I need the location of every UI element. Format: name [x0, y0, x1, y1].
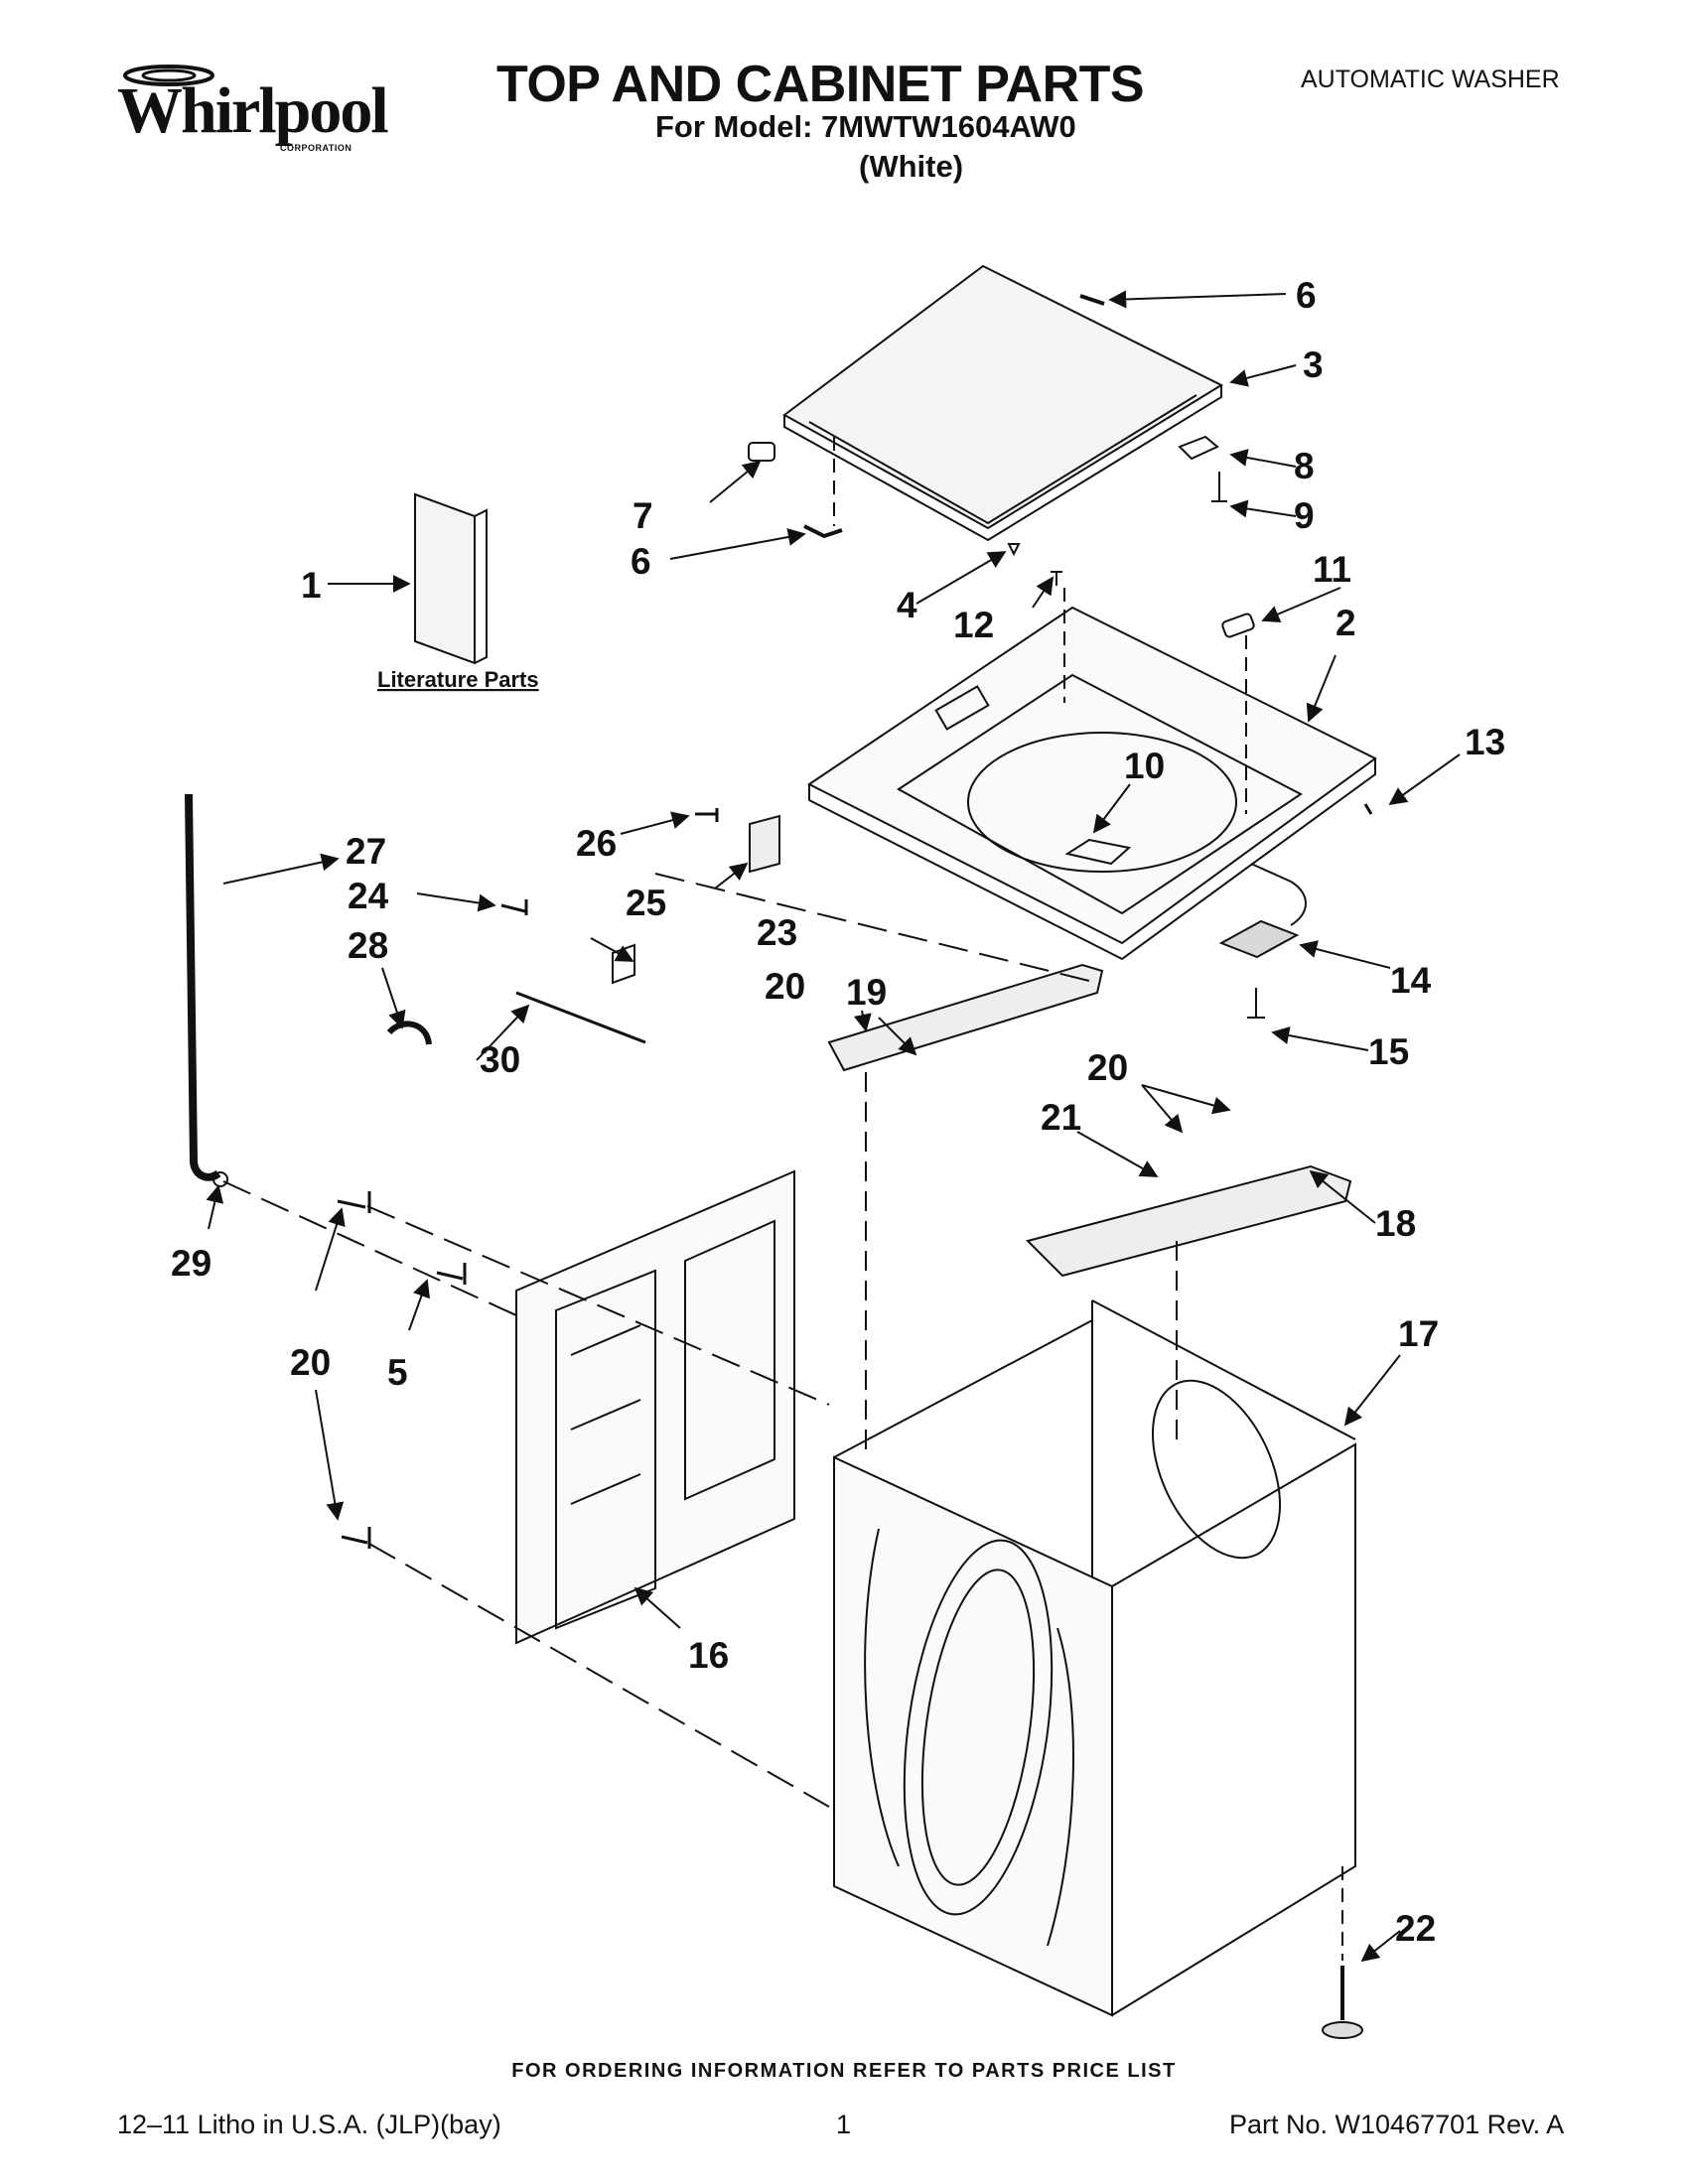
callout-4: 4 — [897, 585, 917, 625]
drain-hose-part — [185, 793, 221, 1181]
callout-22: 22 — [1395, 1908, 1436, 1949]
callout-6-lower: 6 — [631, 541, 651, 582]
screw-part-24 — [500, 899, 528, 915]
brand-name: Whirlpool — [117, 74, 389, 147]
callout-7: 7 — [633, 495, 653, 536]
brand-subtitle: CORPORATION — [280, 143, 352, 153]
literature-book — [414, 492, 488, 665]
callout-23: 23 — [757, 912, 797, 953]
guide-line — [654, 873, 1098, 984]
callout-2: 2 — [1336, 603, 1356, 643]
cabinet-part — [833, 1299, 1356, 2017]
guide-line — [222, 1180, 517, 1316]
callout-18: 18 — [1375, 1203, 1416, 1244]
callout-27: 27 — [346, 831, 386, 872]
page-number: 1 — [836, 2110, 852, 2139]
callout-20-upper: 20 — [765, 966, 805, 1007]
lid-bumper-part — [748, 442, 775, 462]
callout-24: 24 — [348, 876, 389, 916]
part-number: Part No. W10467701 Rev. A — [1229, 2110, 1565, 2139]
color-line: (White) — [859, 149, 964, 184]
callout-25: 25 — [626, 883, 666, 923]
callout-8: 8 — [1294, 446, 1315, 486]
hinge-bracket-part — [1178, 435, 1219, 461]
callout-11: 11 — [1313, 549, 1351, 590]
callout-20-left: 20 — [290, 1342, 331, 1383]
top-support-bracket-right — [1026, 1164, 1352, 1278]
top-panel-part — [807, 606, 1377, 961]
callout-12: 12 — [953, 605, 994, 645]
screw-part-9 — [1211, 472, 1227, 502]
callout-15: 15 — [1368, 1031, 1409, 1072]
wire-tie-part — [515, 991, 646, 1044]
lid-stop-part — [1007, 543, 1021, 557]
logo-swoosh-icon — [123, 65, 214, 86]
callout-6-top: 6 — [1296, 275, 1317, 316]
screw-part-15 — [1247, 988, 1265, 1019]
callout-1: 1 — [301, 565, 322, 606]
callout-13: 13 — [1465, 722, 1505, 762]
clip-part-23 — [612, 943, 635, 985]
lid-part — [782, 264, 1224, 542]
callout-14: 14 — [1390, 960, 1432, 1001]
callout-20-right: 20 — [1087, 1047, 1128, 1088]
screw-part-12 — [1051, 571, 1062, 586]
appliance-type: AUTOMATIC WASHER — [1301, 66, 1560, 93]
hose-guide-part — [386, 1021, 432, 1045]
whirlpool-logo: Whirlpool CORPORATION — [109, 62, 389, 161]
ordering-note: FOR ORDERING INFORMATION REFER TO PARTS … — [511, 2060, 1177, 2082]
bleach-dispenser-part — [1064, 838, 1132, 866]
top-support-bracket-left — [827, 963, 1104, 1072]
clip-part-13 — [1363, 803, 1373, 815]
callout-16: 16 — [688, 1635, 729, 1676]
guide-line — [368, 1543, 830, 1808]
hinge-pin-part — [1079, 294, 1105, 306]
callout-29: 29 — [171, 1243, 211, 1284]
clip-part-25 — [749, 814, 780, 874]
callout-30: 30 — [480, 1039, 520, 1080]
guide-line — [366, 1205, 830, 1406]
model-line: For Model: 7MWTW1604AW0 — [655, 109, 1076, 144]
hinge-pin-part-lower — [803, 524, 843, 539]
callout-19: 19 — [846, 972, 887, 1013]
lid-switch-actuator-part — [1221, 613, 1255, 638]
callout-28: 28 — [348, 925, 388, 966]
screw-part-5 — [436, 1263, 467, 1285]
callout-3: 3 — [1303, 344, 1324, 385]
literature-parts-caption: Literature Parts — [377, 667, 539, 692]
callout-5: 5 — [387, 1352, 408, 1393]
callout-17: 17 — [1398, 1313, 1439, 1354]
callout-21: 21 — [1041, 1097, 1081, 1138]
lid-switch-part — [1218, 863, 1307, 959]
callout-labels: 1 2 3 4 5 6 6 7 8 9 10 11 12 13 14 15 16… — [171, 275, 1505, 1949]
rear-panel-part — [515, 1169, 795, 1645]
callout-9: 9 — [1294, 495, 1315, 536]
print-info: 12–11 Litho in U.S.A. (JLP)(bay) — [117, 2110, 501, 2139]
callout-10: 10 — [1124, 746, 1165, 786]
page-title: TOP AND CABINET PARTS — [496, 56, 1145, 113]
screw-part-26 — [695, 808, 719, 822]
leveling-leg-part — [1322, 1966, 1363, 2039]
callout-26: 26 — [576, 823, 617, 864]
callout-arrows — [206, 290, 1461, 1963]
screw-part-20-rear-top — [337, 1191, 371, 1213]
screw-part-20-rear-bottom — [341, 1527, 371, 1549]
